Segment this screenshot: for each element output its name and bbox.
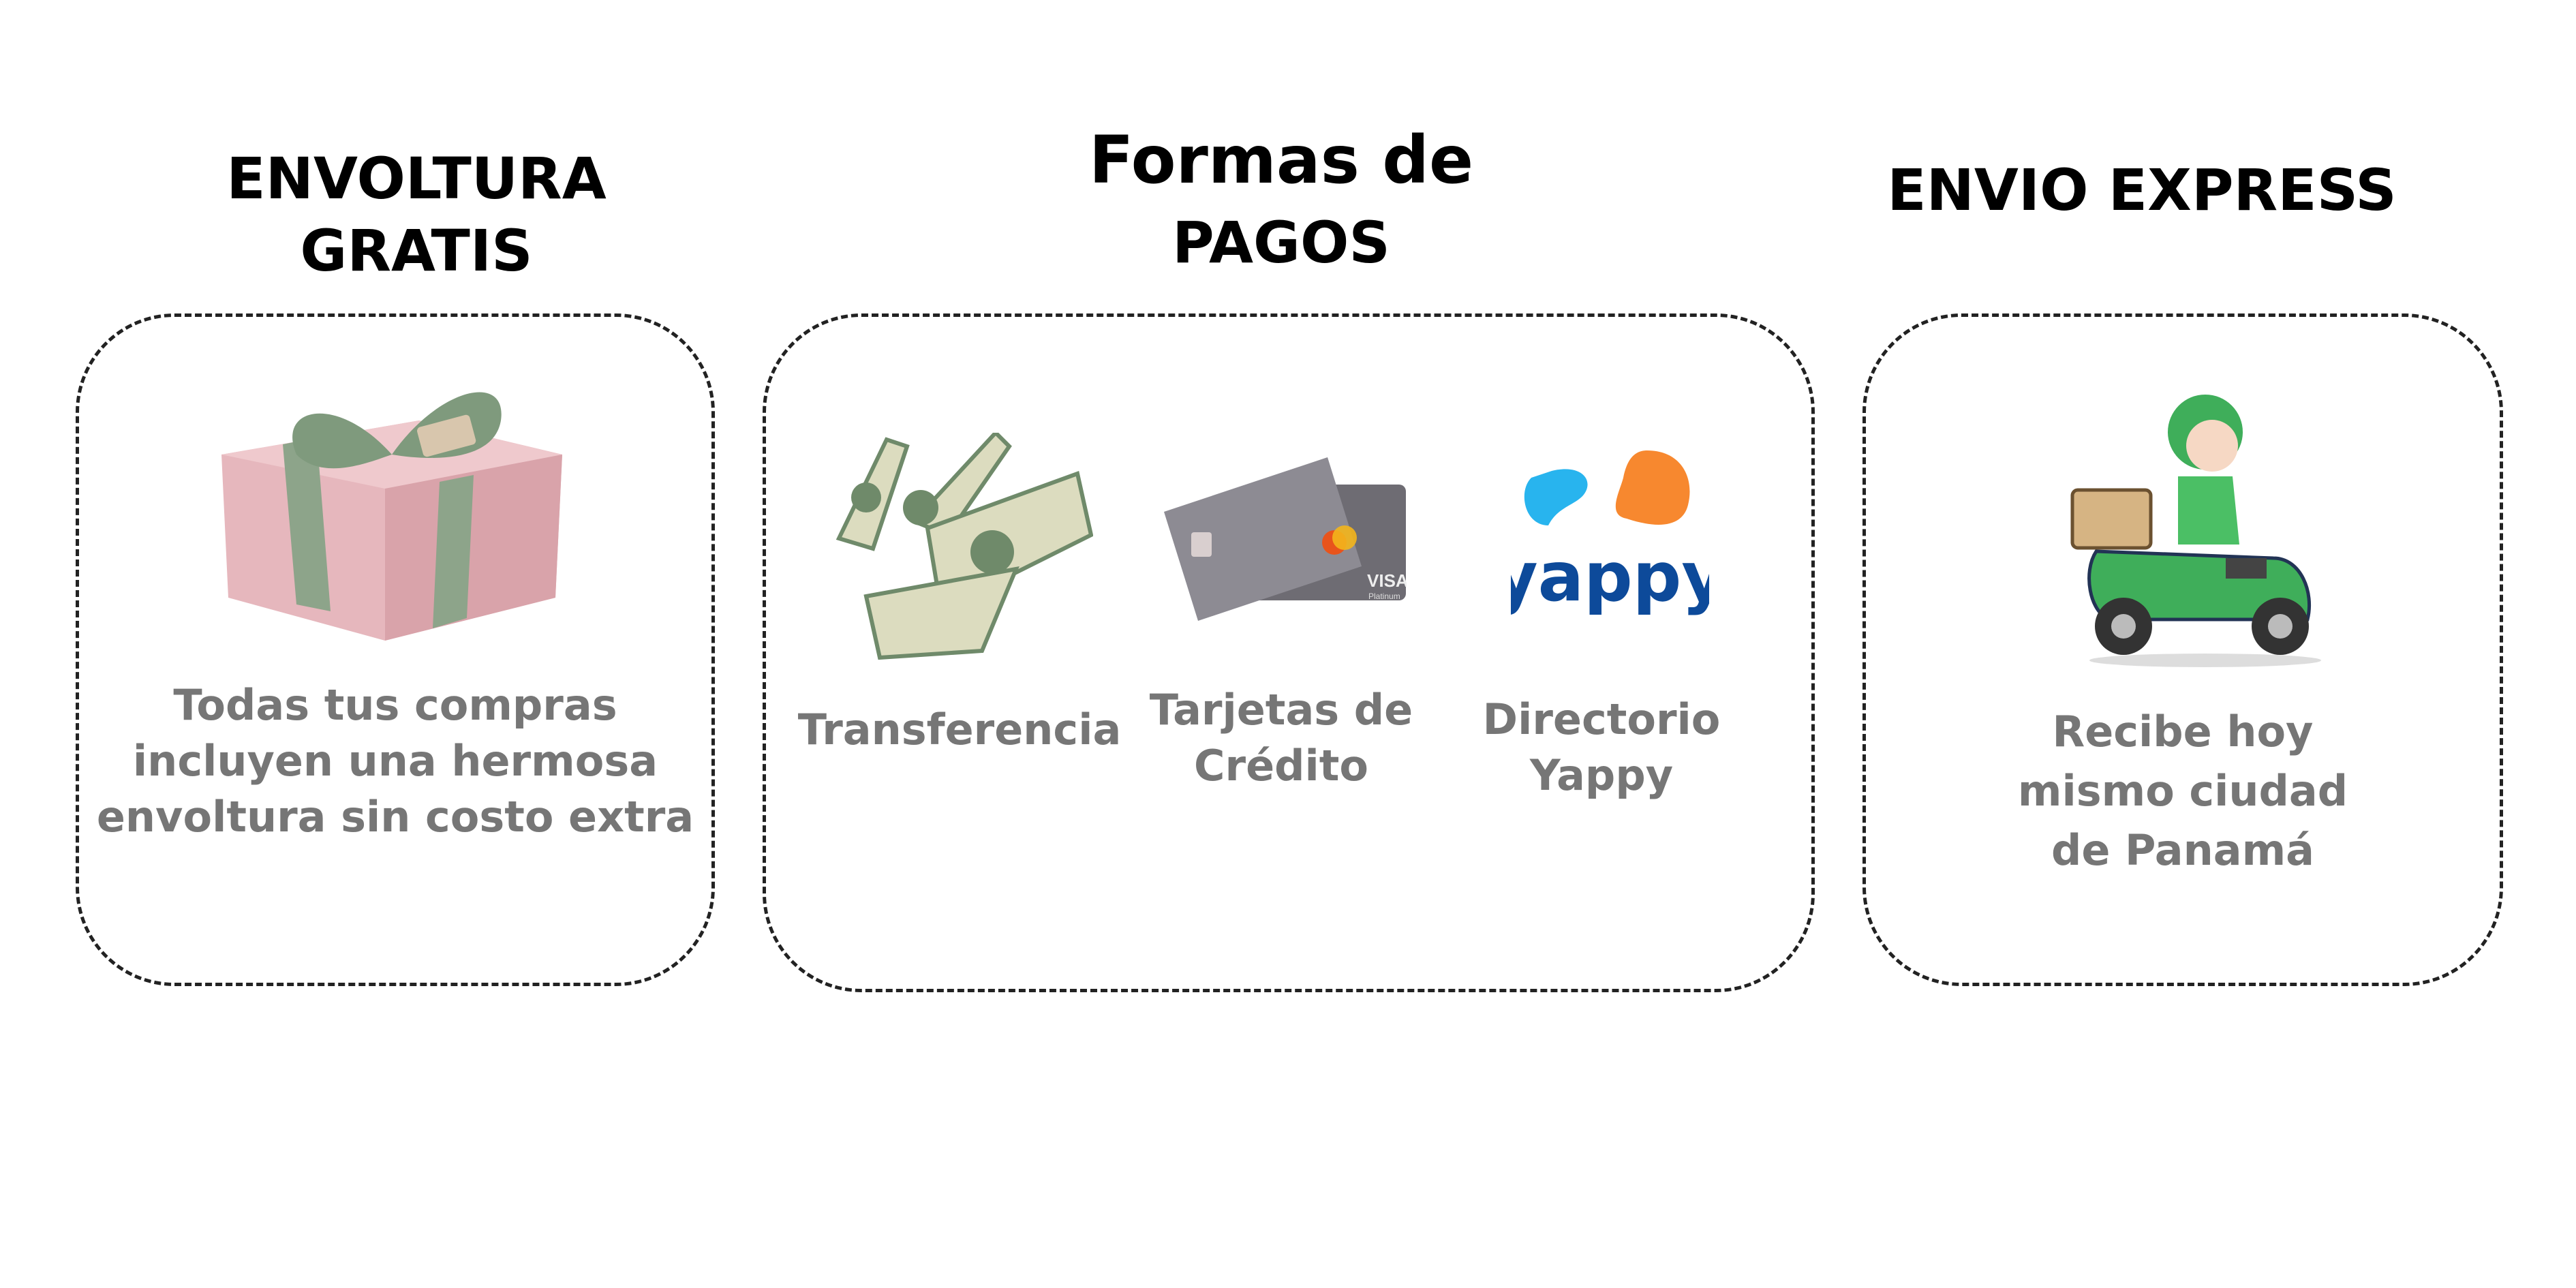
text-line: Yappy [1529, 750, 1674, 800]
text-line: Directorio [1482, 694, 1721, 744]
yappy-logo-text: yappy [1511, 537, 1709, 617]
text-line: incluyen una hermosa [132, 736, 658, 786]
express-card [1862, 313, 2503, 986]
text-line: de Panamá [2051, 825, 2315, 875]
payments-title-line: Formas de [1088, 122, 1474, 198]
wrap-title-line: ENVOLTURA [226, 145, 607, 212]
wrap-title-line: GRATIS [300, 217, 533, 284]
text-line: Recibe hoy [2052, 707, 2314, 756]
text-line: envoltura sin costo extra [96, 792, 694, 842]
text-line: Crédito [1193, 741, 1368, 791]
payments-card [763, 313, 1815, 992]
yappy-label: Directorio Yappy [1483, 692, 1721, 803]
card-tier-text: Platinum [1368, 592, 1400, 601]
payments-title-line: PAGOS [1172, 209, 1390, 276]
cash-bills-icon [835, 433, 1093, 660]
credit-card-label: Tarjetas de Crédito [1150, 682, 1413, 794]
payments-title: Formas de PAGOS [1089, 119, 1473, 279]
text-line: mismo ciudad [2017, 766, 2348, 816]
credit-card-icon: VISA Platinum [1164, 457, 1407, 621]
gift-box-icon [221, 392, 562, 641]
express-title: ENVIO EXPRESS [1887, 157, 2397, 224]
text-line: Todas tus compras [173, 680, 617, 730]
text-line: Tarjetas de [1149, 685, 1413, 735]
yappy-logo-icon: yappy [1511, 450, 1709, 617]
transfer-label: Transferencia [797, 705, 1122, 754]
wrap-title: ENVOLTURA GRATIS [226, 142, 606, 287]
delivery-scooter-icon [2070, 395, 2321, 667]
wrap-description: Todas tus compras incluyen una hermosa e… [97, 677, 694, 845]
express-description: Recibe hoy mismo ciudad de Panamá [2018, 702, 2348, 880]
card-brand-text: VISA [1367, 570, 1407, 591]
wrap-card [76, 313, 715, 986]
